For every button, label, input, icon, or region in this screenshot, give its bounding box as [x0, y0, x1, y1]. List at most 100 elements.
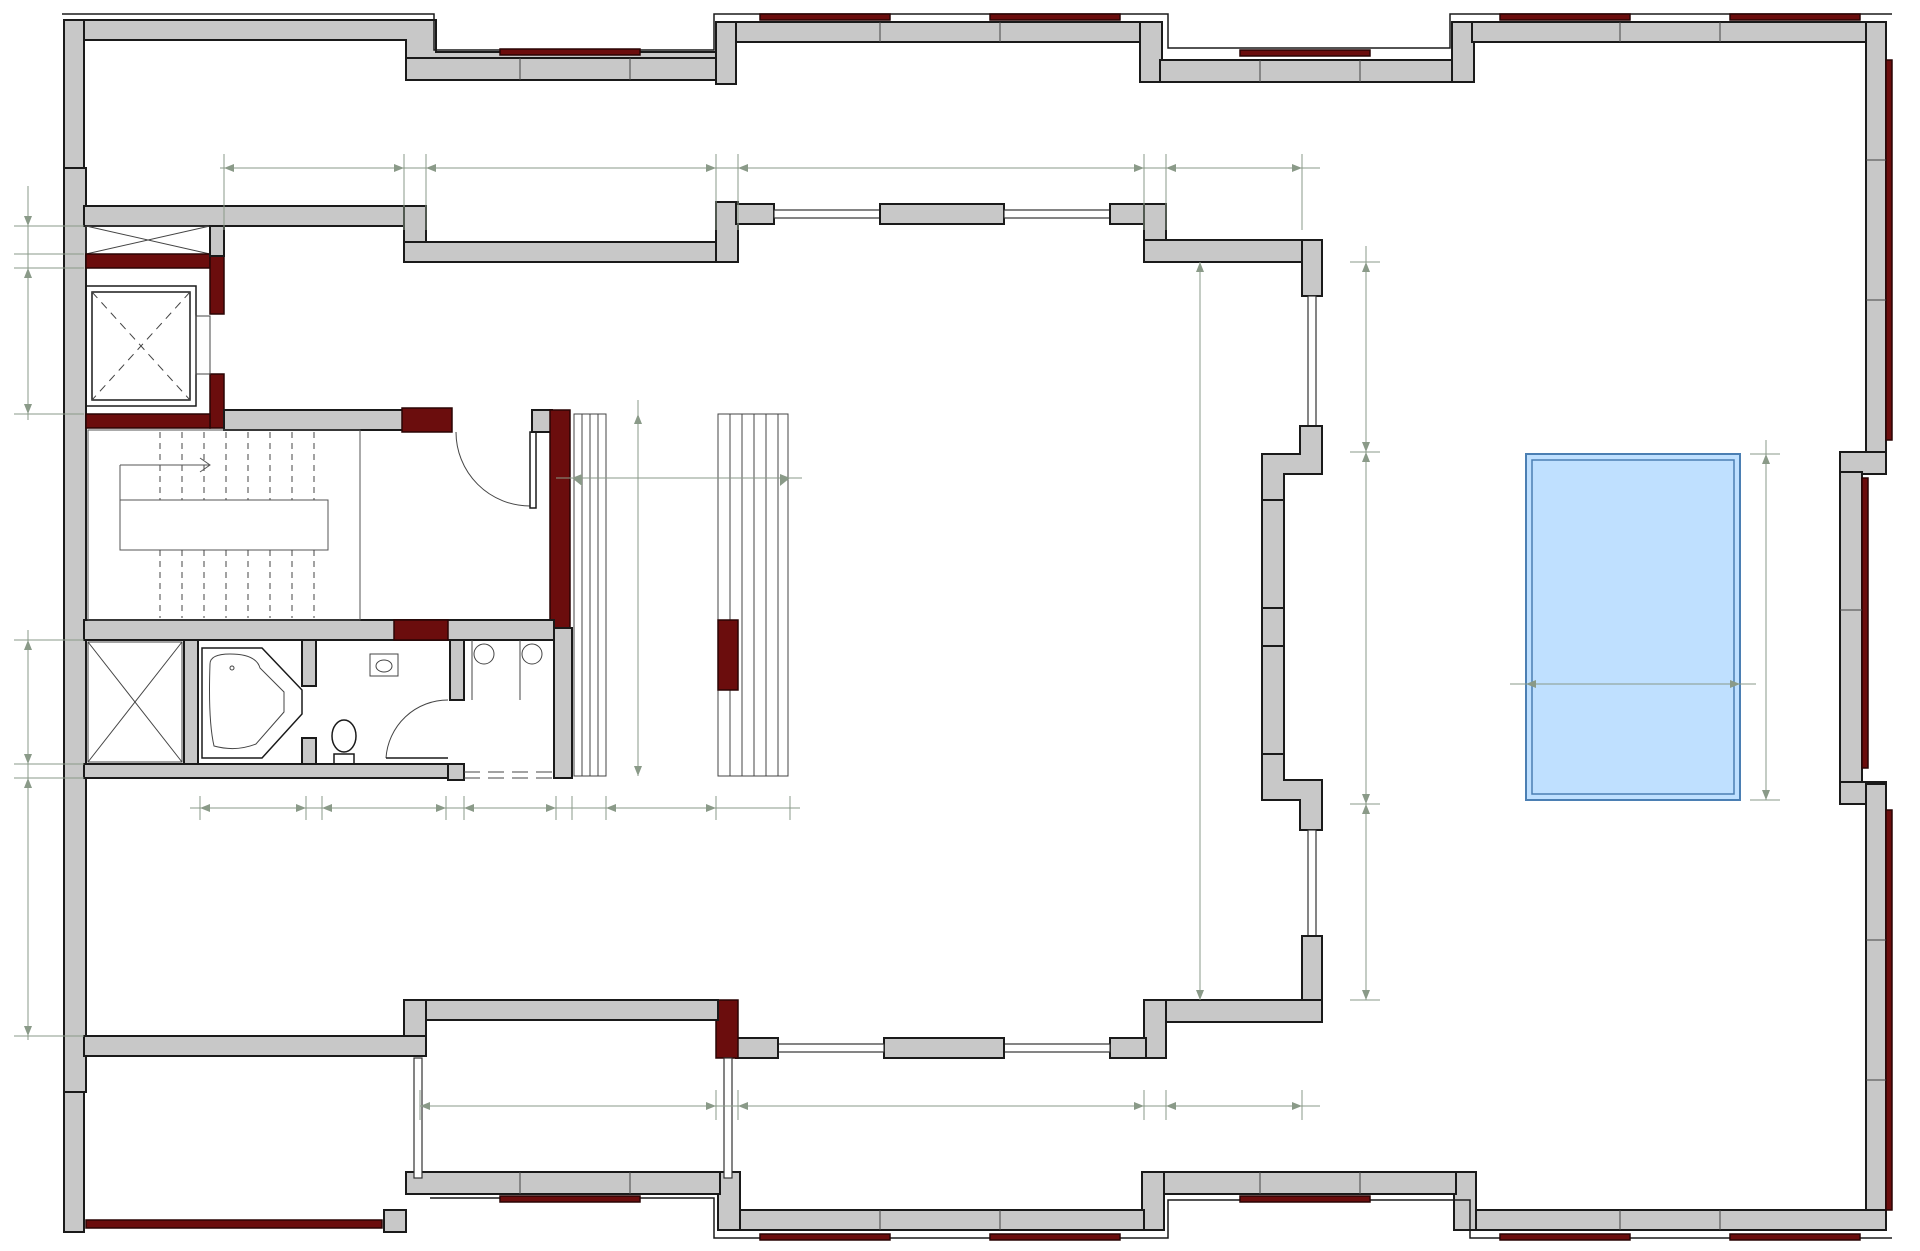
inner-wall-bottom-window-2 — [883, 1037, 1005, 1059]
bath-wall-corner — [447, 763, 465, 781]
core-accent-1 — [85, 253, 211, 269]
outer-wall-mullions — [519, 22, 1886, 1230]
outer-wall-bottom-4-pier — [717, 1171, 741, 1231]
bath-wall-divider-1 — [183, 639, 199, 771]
outer-wall-bottom-2-pier — [1453, 1171, 1477, 1231]
window-bottom-1 — [777, 1043, 885, 1053]
exterior-accent-15 — [1729, 1233, 1861, 1241]
core-wall-door-jamb — [531, 409, 553, 433]
window-top-2 — [1003, 209, 1111, 219]
outer-wall-top-4 — [1471, 21, 1885, 43]
inner-wall-right-bay-top — [1261, 425, 1323, 501]
exterior-accent-13 — [1239, 1195, 1371, 1203]
outer-wall-bottom-2 — [1141, 1171, 1457, 1195]
dimension-lines — [14, 154, 1780, 1120]
outer-wall-top-1-pier — [715, 21, 737, 85]
exterior-accent-14 — [1499, 1233, 1631, 1241]
shower-shaft — [87, 641, 183, 763]
outer-wall-right-upper — [1865, 21, 1887, 473]
exterior-accent-1 — [499, 48, 641, 56]
outer-wall-right-mid — [1839, 471, 1863, 803]
outer-wall-bottom-4 — [405, 1171, 721, 1195]
terrace-window-left — [413, 1057, 423, 1179]
core-accent-7 — [393, 619, 449, 641]
inner-wall-bottom-right-step — [1143, 999, 1167, 1059]
inner-wall-right-bay-bot — [1261, 753, 1323, 831]
window-right-2 — [1307, 829, 1317, 937]
bath-wall-divider-2 — [301, 639, 317, 687]
exterior-accent-7 — [1885, 59, 1893, 441]
inner-wall-bottom-left — [83, 1035, 427, 1057]
inner-wall-right-bay-mid — [1261, 607, 1285, 649]
exterior-accent-12 — [989, 1233, 1121, 1241]
outer-wall-right-notch-top — [1839, 451, 1887, 475]
bath-wall-bottom — [83, 763, 465, 779]
outer-wall-bottom-3 — [717, 1209, 1145, 1231]
core-wall-mid — [83, 619, 555, 641]
inner-wall-right-upper — [1301, 239, 1323, 297]
outer-wall-top-2-pier — [1139, 21, 1163, 83]
outer-wall-bottom-3-pier — [1141, 1171, 1165, 1231]
exterior-accent-2 — [759, 13, 891, 21]
elevator-shaft-icon — [85, 285, 211, 407]
inner-wall-top-window-3 — [1109, 203, 1147, 225]
exterior-accent-16 — [85, 1219, 383, 1229]
window-top-1 — [773, 209, 881, 219]
inner-wall-top-mid-step — [715, 201, 739, 263]
accent-pier-bottom — [715, 999, 739, 1059]
swimming-pool-icon — [1525, 453, 1741, 801]
toilet-icon — [331, 719, 357, 765]
core-accent-5 — [401, 407, 453, 433]
inner-wall-bottom-window-3 — [1109, 1037, 1147, 1059]
counter-island — [717, 413, 789, 777]
bath-wall-divider-4 — [449, 639, 465, 701]
outer-wall-bottom-1 — [1473, 1209, 1887, 1231]
exterior-accent-4 — [1239, 49, 1371, 57]
service-core — [83, 225, 573, 781]
outer-wall-bottom-5-pier — [383, 1209, 407, 1233]
bath-door-swing — [385, 699, 449, 759]
door-swing-icon — [455, 431, 537, 509]
window-right-1 — [1307, 295, 1317, 427]
sink-icon — [369, 640, 543, 700]
outer-wall-top-2 — [735, 21, 1157, 43]
kitchen-counters — [573, 413, 789, 777]
inner-wall-top-mid — [403, 241, 721, 263]
window-bottom-2 — [1003, 1043, 1111, 1053]
outer-edge-bottom — [430, 1197, 1892, 1239]
staircase-icon — [87, 429, 361, 621]
inner-wall-top-window-1 — [735, 203, 775, 225]
outer-edge-top — [62, 13, 1892, 51]
inner-wall-bottom-mid-step — [403, 999, 427, 1039]
core-wall-lower-right — [553, 627, 573, 779]
exterior-accent-3 — [989, 13, 1121, 21]
core-wall-top — [223, 409, 405, 431]
bathtub-icon — [201, 647, 303, 759]
core-accent-6 — [549, 409, 571, 631]
inner-wall-bottom-mid — [403, 999, 719, 1021]
exterior-accent-9 — [1885, 809, 1893, 1211]
outer-wall-left-column — [63, 167, 87, 1093]
core-accent-3 — [209, 373, 225, 429]
inner-wall-bottom-window-1 — [735, 1037, 779, 1059]
outer-wall-right-lower — [1865, 783, 1887, 1231]
core-wall-right-1 — [209, 225, 225, 257]
inner-wall-right-bay-side-1 — [1261, 499, 1285, 611]
inner-wall-top-right — [1143, 239, 1323, 263]
exterior-accent-10 — [499, 1195, 641, 1203]
inner-wall-top-window-2 — [879, 203, 1005, 225]
inner-wall-bottom-right — [1143, 999, 1323, 1023]
inner-walls — [83, 201, 1323, 1179]
outer-wall-top-3-pier — [1451, 21, 1475, 83]
exterior-accent-11 — [759, 1233, 891, 1241]
core-accent-4 — [85, 413, 211, 429]
exterior-accent-6 — [1729, 13, 1861, 21]
core-accent-2 — [209, 253, 225, 315]
exterior-accent-5 — [1499, 13, 1631, 21]
inner-wall-top-left — [83, 205, 405, 227]
terrace-window-right — [723, 1057, 733, 1179]
exterior-accent-8 — [1861, 477, 1869, 769]
outer-wall-top-1 — [405, 57, 719, 81]
inner-wall-right-bay-side-2 — [1261, 645, 1285, 757]
